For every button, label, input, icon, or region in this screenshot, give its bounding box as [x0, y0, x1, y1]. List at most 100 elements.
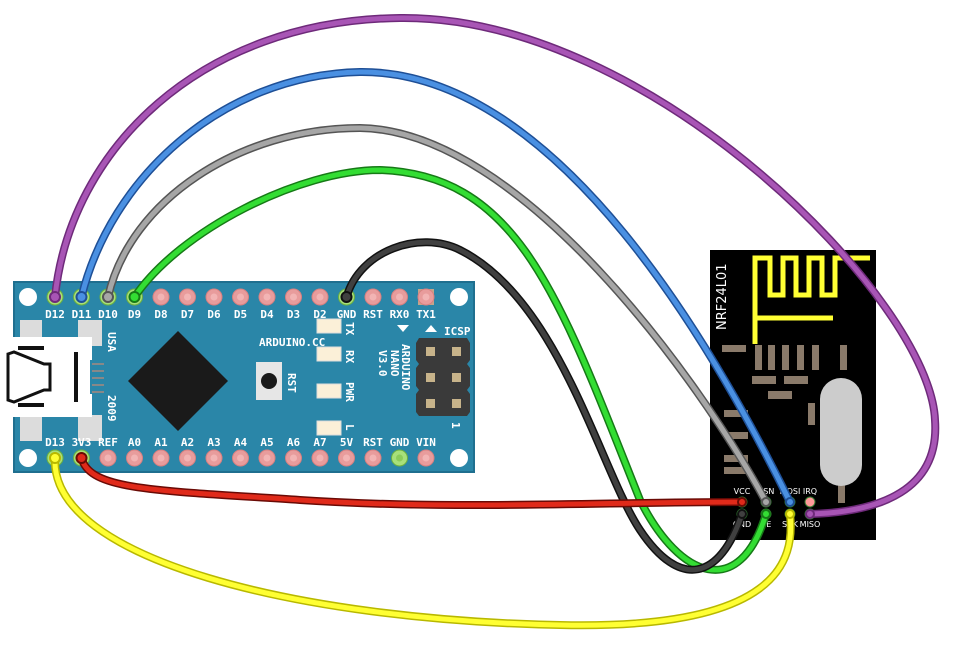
nrf-model-label: NRF24L01: [715, 263, 730, 330]
pin-label: D6: [207, 308, 221, 321]
tx-arrow-icon: [425, 325, 437, 332]
wire-gnd-to-gnd[interactable]: [340, 238, 747, 574]
mount-hole: [450, 288, 468, 306]
pin-hole: [290, 454, 297, 462]
led-tx: [316, 318, 342, 334]
pin-label: D11: [72, 308, 92, 321]
wire-end: [75, 291, 88, 303]
pin-label: D8: [154, 308, 167, 321]
pin-hole: [263, 293, 271, 301]
model-line-2: NANO: [388, 350, 401, 377]
wire-end: [128, 291, 141, 303]
pin-label: VIN: [416, 436, 436, 449]
pin-label: RST: [363, 436, 383, 449]
wire-end: [761, 497, 771, 507]
wire-core: [132, 167, 769, 573]
pin-hole: [316, 454, 324, 462]
nrf-pin-label: VCC: [734, 487, 751, 496]
wire-d13-to-sck[interactable]: [49, 452, 795, 630]
nrf-pin-label: MISO: [800, 520, 821, 529]
mcu-chip: [128, 331, 228, 431]
arduino-nano-board: USA 2009 RST ARDUINO.CC TX RX PWR L ARDU…: [0, 281, 475, 473]
pin-hole: [396, 293, 403, 301]
led-label-pwr: PWR: [343, 382, 356, 402]
mount-hole: [19, 449, 37, 467]
wire-end: [737, 509, 747, 519]
wire-end: [785, 509, 795, 519]
pin-hole: [422, 293, 430, 301]
wire-d9-to-ce[interactable]: [128, 165, 771, 574]
pin-label: D12: [45, 308, 65, 321]
pin-hole: [343, 454, 350, 462]
country-label: USA: [105, 332, 118, 352]
nrf-pin-label: MOSI: [780, 487, 801, 496]
wire-end: [805, 509, 815, 519]
nrf-components: [722, 345, 847, 503]
pin-label: GND: [337, 308, 357, 321]
nrf-pin-label: IRQ: [803, 487, 817, 496]
wire-d11-to-mosi[interactable]: [75, 67, 795, 507]
pin-label: D10: [98, 308, 118, 321]
pin-label: RST: [363, 308, 383, 321]
pin-hole: [157, 293, 165, 301]
year-label: 2009: [105, 395, 118, 422]
pin-hole: [131, 454, 138, 462]
pin-label: A3: [207, 436, 220, 449]
wire-end: [761, 509, 771, 519]
icsp-label: ICSP: [444, 325, 471, 338]
wires: [49, 13, 940, 630]
site-label: ARDUINO.CC: [259, 336, 325, 349]
led-label-l: L: [343, 424, 356, 431]
pin-hole: [237, 293, 244, 301]
pin-label: REF: [98, 436, 118, 449]
antenna-trace: [752, 255, 870, 344]
pin-label: A1: [154, 436, 168, 449]
wire-core: [79, 69, 793, 505]
wire-d12-to-miso[interactable]: [49, 13, 940, 519]
pin-label: A0: [128, 436, 141, 449]
wire-outline: [50, 454, 795, 630]
pin-label: D9: [128, 308, 141, 321]
led-pwr: [316, 383, 342, 399]
pin-hole: [369, 454, 377, 462]
wire-core: [105, 125, 769, 505]
wire-d10-to-csn[interactable]: [102, 123, 771, 507]
wire-end: [49, 452, 61, 464]
wire-core: [344, 239, 745, 573]
model-line-1: ARDUINO: [399, 344, 412, 391]
led-label-rx: RX: [343, 350, 356, 364]
usb-port: [0, 337, 92, 417]
pin-hole: [210, 454, 218, 462]
mount-hole: [19, 288, 37, 306]
pin-label: D4: [260, 308, 274, 321]
pin-label: D7: [181, 308, 194, 321]
pin-hole: [184, 454, 191, 462]
pin-label: D13: [45, 436, 65, 449]
pin-label: A5: [260, 436, 273, 449]
wire-end: [737, 497, 747, 507]
reset-button-cap[interactable]: [261, 373, 277, 389]
led-rx: [316, 346, 342, 362]
nrf-pin-irq[interactable]: [804, 496, 816, 508]
led-label-tx: TX: [343, 322, 356, 336]
pin-hole: [157, 454, 165, 462]
wire-3v3-to-vcc[interactable]: [75, 452, 747, 510]
nrf-pin-label: CSN: [758, 487, 775, 496]
model-line-3: V3.0: [376, 350, 389, 377]
pin-label: 5V: [340, 436, 354, 449]
wire-end: [340, 291, 353, 303]
pin-hole: [422, 454, 430, 462]
pin-label: D3: [287, 308, 300, 321]
pin-hole: [263, 454, 271, 462]
rx-arrow-icon: [397, 325, 409, 332]
pin-hole: [104, 454, 112, 462]
reset-label: RST: [285, 373, 298, 393]
icsp-pin1-label: 1: [449, 422, 462, 429]
wire-end: [75, 452, 88, 464]
pin-label: A7: [313, 436, 326, 449]
wire-core: [52, 15, 938, 517]
wire-end: [102, 291, 114, 303]
